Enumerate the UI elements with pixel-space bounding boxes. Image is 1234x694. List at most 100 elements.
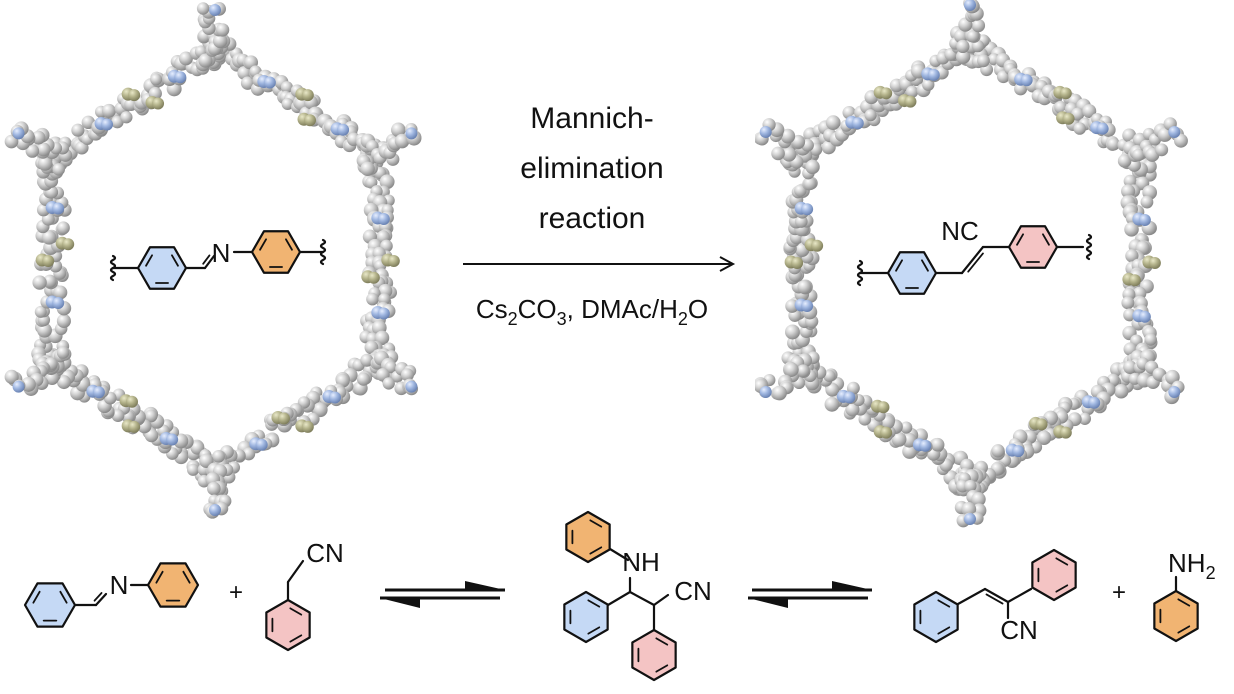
double-bond-line bbox=[155, 570, 164, 584]
carbon-atom bbox=[1124, 222, 1139, 237]
sulfur-atom bbox=[62, 238, 75, 251]
sulfur-atom bbox=[904, 95, 917, 108]
carbon-atom bbox=[1078, 412, 1092, 425]
imine-linker-structure bbox=[109, 230, 327, 290]
double-bond-line bbox=[289, 634, 303, 643]
carbon-atom bbox=[803, 177, 817, 191]
nitrogen-atom bbox=[851, 117, 864, 130]
nitrogen-atom bbox=[92, 386, 105, 399]
bond bbox=[94, 592, 108, 607]
nitrogen-atom bbox=[263, 76, 276, 89]
panel-mask bbox=[1188, 0, 1234, 530]
carbon-atom bbox=[785, 324, 800, 340]
carbon-atom bbox=[31, 130, 46, 145]
wavy-bond-icon bbox=[319, 238, 327, 266]
carbon-atom bbox=[772, 385, 787, 401]
carbon-atom bbox=[1117, 154, 1132, 168]
carbon-atom bbox=[971, 492, 986, 507]
carbon-atom bbox=[771, 146, 785, 161]
carbon-atom bbox=[953, 29, 968, 44]
conditions-text: Cs bbox=[476, 294, 508, 324]
nitrogen-atom bbox=[1020, 74, 1033, 87]
double-bond-line bbox=[589, 546, 603, 555]
double-bond-line bbox=[259, 238, 267, 251]
carbon-atom bbox=[864, 109, 877, 122]
carbon-atom bbox=[366, 292, 379, 306]
carbon-atom bbox=[360, 353, 374, 367]
nitrogen-atom bbox=[166, 433, 179, 446]
bond bbox=[286, 559, 305, 584]
carbon-atom bbox=[52, 163, 65, 176]
carbon-atom bbox=[846, 381, 860, 395]
carbon-atom bbox=[240, 76, 255, 90]
reaction-title-line-2: elimination bbox=[520, 152, 663, 185]
nitrogen-atom bbox=[1138, 310, 1151, 323]
double-bond-line bbox=[921, 259, 929, 272]
bond bbox=[628, 590, 656, 607]
carbon-atom bbox=[1155, 143, 1169, 157]
sulfur-atom bbox=[811, 239, 824, 252]
carbon-atom bbox=[971, 39, 985, 53]
conditions-text: CO bbox=[518, 294, 557, 324]
reaction-title-line-3: reaction bbox=[539, 202, 646, 235]
double-bond-line bbox=[59, 590, 68, 604]
carbon-atom bbox=[977, 54, 990, 68]
sulfur-atom bbox=[791, 257, 804, 269]
carbon-atom bbox=[144, 409, 158, 423]
carbon-atom bbox=[56, 221, 70, 235]
double-bond-line bbox=[967, 252, 984, 273]
conditions-text: , DMAc/H bbox=[567, 294, 678, 324]
double-bond-line bbox=[587, 599, 601, 608]
conditions-text: O bbox=[688, 294, 708, 324]
carbon-atom bbox=[56, 313, 71, 329]
wavy-bond-icon bbox=[1085, 233, 1093, 261]
bond bbox=[606, 590, 632, 607]
carbon-atom bbox=[797, 279, 812, 294]
nitrogen-atom bbox=[1168, 386, 1181, 399]
carbon-atom bbox=[796, 364, 810, 378]
subscript: 3 bbox=[557, 309, 567, 329]
imine-n-label: N bbox=[110, 570, 129, 600]
sulfur-atom bbox=[367, 271, 380, 284]
nitrogen-atom bbox=[101, 118, 114, 131]
nitrogen-atom bbox=[843, 391, 856, 404]
carbon-atom bbox=[1073, 122, 1086, 135]
carbon-atom bbox=[780, 128, 796, 144]
double-bond-line bbox=[285, 238, 293, 251]
carbon-atom bbox=[391, 122, 406, 138]
reaction-title-line-1: Mannich- bbox=[530, 102, 653, 135]
nitrogen-atom bbox=[964, 0, 976, 11]
imine-nitrogen-label: N bbox=[212, 238, 231, 268]
carbon-atom bbox=[1123, 360, 1137, 374]
nitrogen-atom bbox=[919, 439, 932, 452]
nitrogen-atom bbox=[174, 71, 187, 84]
double-bond-line bbox=[937, 626, 951, 635]
double-bond-line bbox=[182, 570, 191, 584]
carbon-atom bbox=[1144, 333, 1157, 346]
carbon-atom bbox=[956, 39, 970, 54]
double-bond-line bbox=[32, 590, 41, 604]
sulfur-atom bbox=[1035, 418, 1048, 431]
nitrogen-atom bbox=[209, 504, 221, 516]
carbon-atom bbox=[190, 440, 205, 455]
double-bond-line bbox=[1177, 625, 1191, 634]
nitrogen-atom bbox=[337, 123, 350, 136]
carbon-atom bbox=[955, 49, 971, 64]
carbon-atom bbox=[360, 161, 375, 177]
double-bond-line bbox=[985, 593, 1004, 605]
nitrogen-atom bbox=[1138, 214, 1151, 226]
carbon-atom bbox=[845, 402, 860, 417]
carbon-atom bbox=[215, 23, 230, 37]
sulfur-atom bbox=[1059, 426, 1072, 439]
carbon-atom bbox=[212, 450, 225, 463]
nitrogen-atom bbox=[377, 307, 390, 320]
carbon-atom bbox=[365, 176, 378, 189]
bond bbox=[956, 587, 987, 606]
carbon-atom bbox=[823, 369, 836, 383]
double-bond-line bbox=[655, 637, 669, 646]
double-bond-line bbox=[587, 626, 601, 635]
nitrogen-atom bbox=[1168, 125, 1181, 138]
double-bond-line bbox=[202, 254, 211, 265]
double-bond-line bbox=[655, 664, 669, 673]
